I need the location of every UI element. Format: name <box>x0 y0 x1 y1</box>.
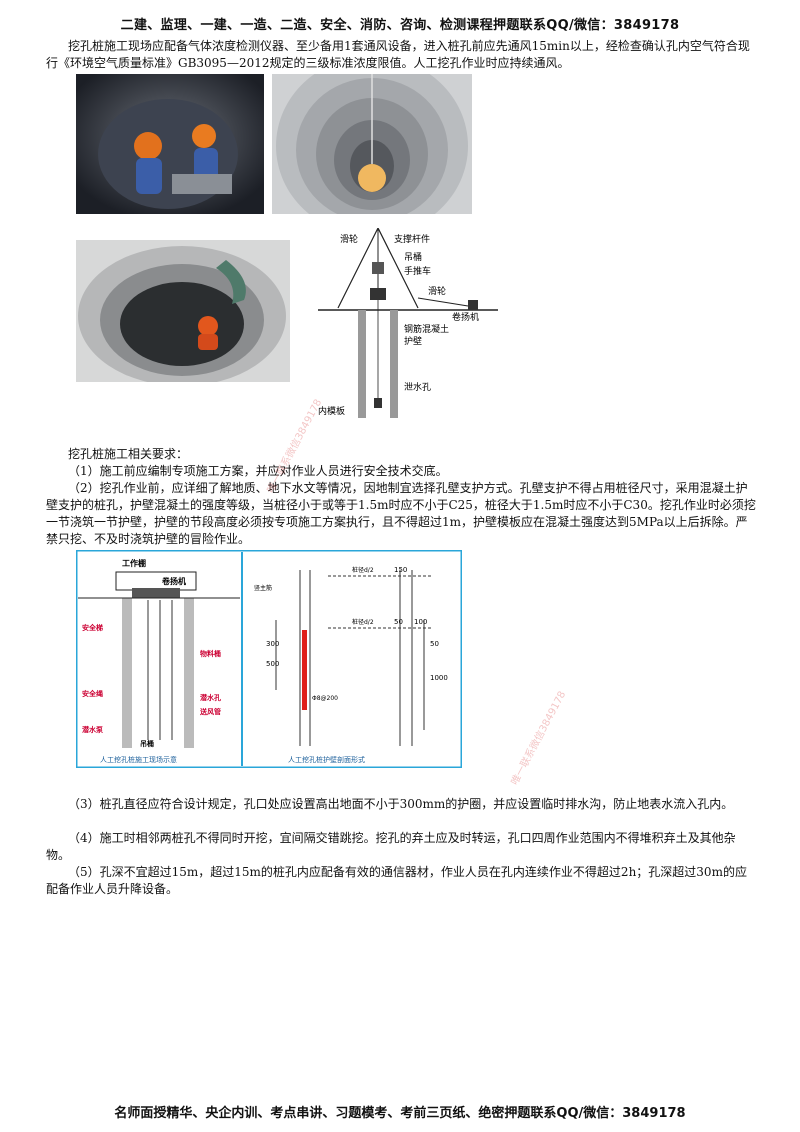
label-ladder: 安全梯 <box>82 623 103 632</box>
item-3: （3）桩孔直径应符合设计规定，孔口处应设置高出地面不小于300mm的护圈，并应设… <box>68 797 734 811</box>
label-w100: 100 <box>414 618 427 626</box>
label-h300: 300 <box>266 640 279 648</box>
item-2: （2）挖孔作业前，应详细了解地质、地下水文等情况，因地制宜选择孔壁支护方式。孔壁… <box>46 481 756 546</box>
item-5: （5）孔深不宜超过15m，超过15m的桩孔内应配备有效的通信器材，作业人员在孔内… <box>46 865 747 896</box>
label-h1000: 1000 <box>430 674 448 682</box>
label-h50: 50 <box>430 640 439 648</box>
label-pulley-top: 滑轮 <box>340 233 358 245</box>
label-support: 支撑杆件 <box>394 233 430 245</box>
intro-paragraph: 挖孔桩施工现场应配备气体浓度检测仪器、至少备用1套通风设备，进入桩孔前应先通风1… <box>46 39 750 70</box>
label-rope: 安全绳 <box>82 689 103 698</box>
label-drain2: 潜水孔 <box>200 693 221 702</box>
label-w50: 50 <box>394 618 403 626</box>
winch-setup-diagram: 滑轮 支撑杆件 吊桶 手推车 滑轮 卷扬机 钢筋混凝土 护壁 泄水孔 内模板 <box>318 228 498 424</box>
item-1: （1）施工前应编制专项施工方案，并应对作业人员进行安全技术交底。 <box>68 464 448 478</box>
label-vent: 送风管 <box>199 707 221 716</box>
label-bucket2: 吊桶 <box>140 739 154 748</box>
label-w150: 150 <box>394 566 407 574</box>
label-d1: 桩径d/2 <box>352 566 374 574</box>
label-shed: 工作棚 <box>122 558 146 568</box>
photo-shaft-view <box>272 74 472 214</box>
page-header: 二建、监理、一建、一造、二造、安全、消防、咨询、检测课程押题联系QQ/微信：38… <box>120 18 680 33</box>
label-rc: 钢筋混凝土 <box>404 323 449 335</box>
label-pulley-right: 滑轮 <box>428 285 446 297</box>
page-footer: 名师面授精华、央企内训、考点串讲、习题模考、考前三页纸、绝密押题联系QQ/微信：… <box>114 1106 686 1121</box>
label-drain: 泄水孔 <box>404 381 431 393</box>
label-cart: 手推车 <box>404 265 431 277</box>
label-winch: 卷扬机 <box>452 311 479 323</box>
photo-workers-in-pit <box>76 74 264 214</box>
label-plate: 内模板 <box>318 405 345 417</box>
label-bucket: 吊桶 <box>404 251 422 263</box>
watermark-2: 唯一联系微信3849178 <box>509 689 569 788</box>
label-pump: 潜水泵 <box>82 725 103 734</box>
label-wall: 护壁 <box>404 335 422 347</box>
label-d2: 桩径d/2 <box>352 618 374 626</box>
caption-left: 人工挖孔桩施工现场示意 <box>100 755 177 764</box>
caption-right: 人工挖孔桩护壁剖面形式 <box>288 755 365 764</box>
label-rebar: 竖主筋 <box>254 584 272 592</box>
photo-pit-top-down <box>76 240 290 382</box>
label-h500: 500 <box>266 660 279 668</box>
section-title: 挖孔桩施工相关要求： <box>68 447 189 461</box>
label-winch2: 卷扬机 <box>161 576 186 586</box>
label-stirrup: Φ8@200 <box>312 695 338 702</box>
label-material: 物料桶 <box>200 649 221 658</box>
item-4: （4）施工时相邻两桩孔不得同时开挖，宜间隔交错跳挖。挖孔的弃土应及时转运，孔口四… <box>46 831 736 862</box>
pile-construction-diagram: 工作棚 卷扬机 安全梯 物料桶 安全绳 潜水孔 送风管 潜水泵 吊桶 人工挖孔桩… <box>76 550 462 768</box>
